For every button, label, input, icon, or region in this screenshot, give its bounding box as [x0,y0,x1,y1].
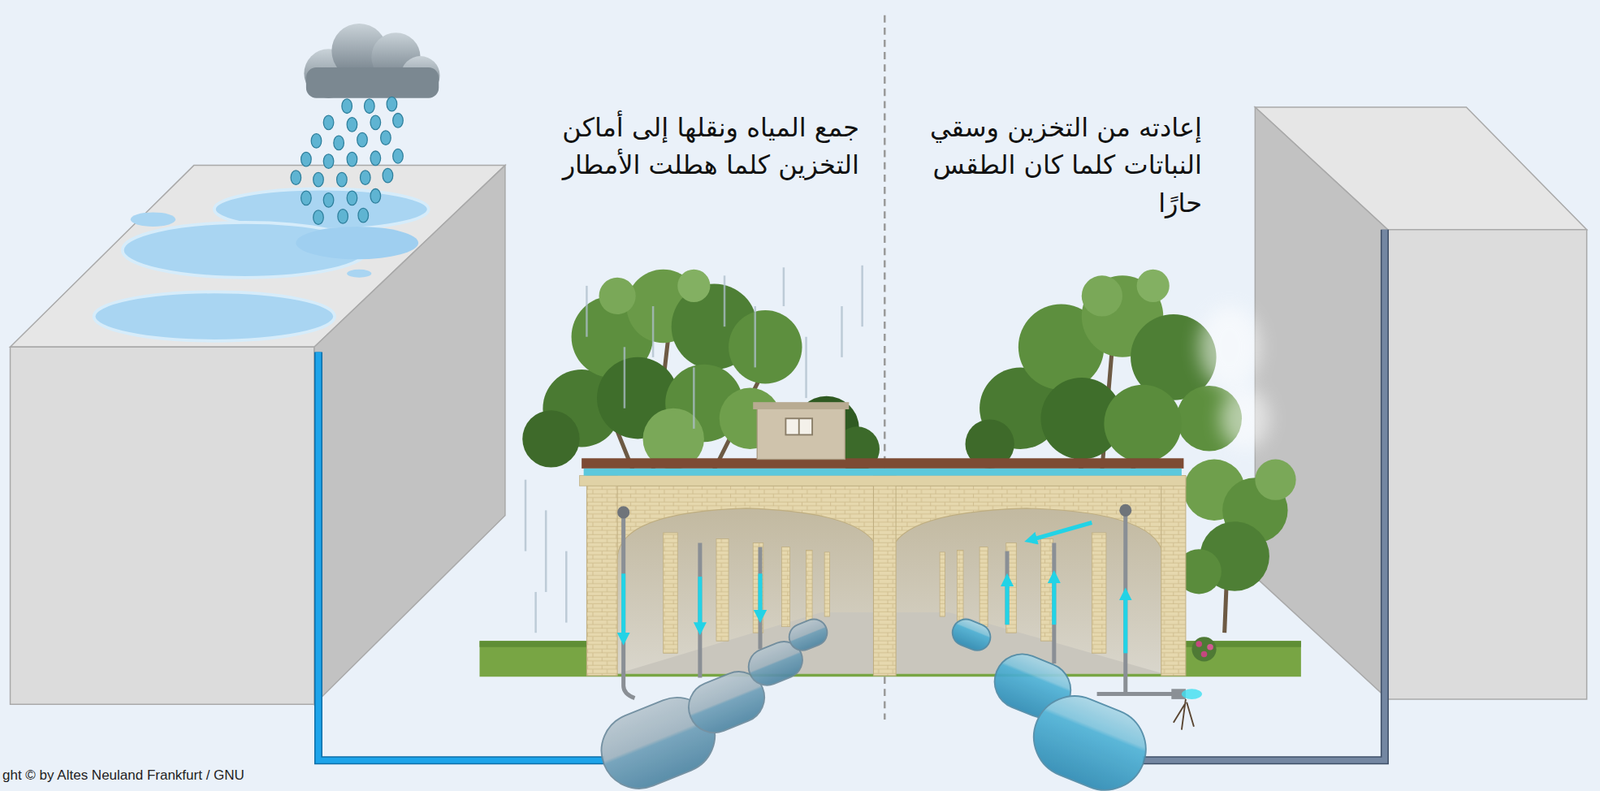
left-tree [522,269,880,472]
supply-pipe-outline [1142,229,1385,762]
downpipes [623,508,1174,699]
flow-arrows [623,522,1126,653]
right-tree [965,269,1242,470]
storage-tanks-left [590,615,832,791]
right-building [1254,107,1587,700]
step-caption: جمع المياه ونقلها إلى أماكن التخزين كلما… [508,108,860,185]
left-building [10,165,506,705]
step-caption: إعادته من التخزين وسقي النباتات كلما كان… [903,108,1203,222]
copyright-notice: ght © by Altes Neuland Frankfurt / GNU [2,767,523,784]
rain-drops [290,96,403,225]
small-tree [1176,459,1297,634]
rain-cloud [303,23,440,99]
rain-pipe [318,352,605,762]
irrigation-nozzle [1171,688,1203,730]
supply-pipe [1142,229,1385,762]
pavilion [579,402,1186,676]
rain-pipe-outline [318,352,605,762]
pipe-elbows [617,504,1132,519]
roof-puddles [94,189,429,342]
